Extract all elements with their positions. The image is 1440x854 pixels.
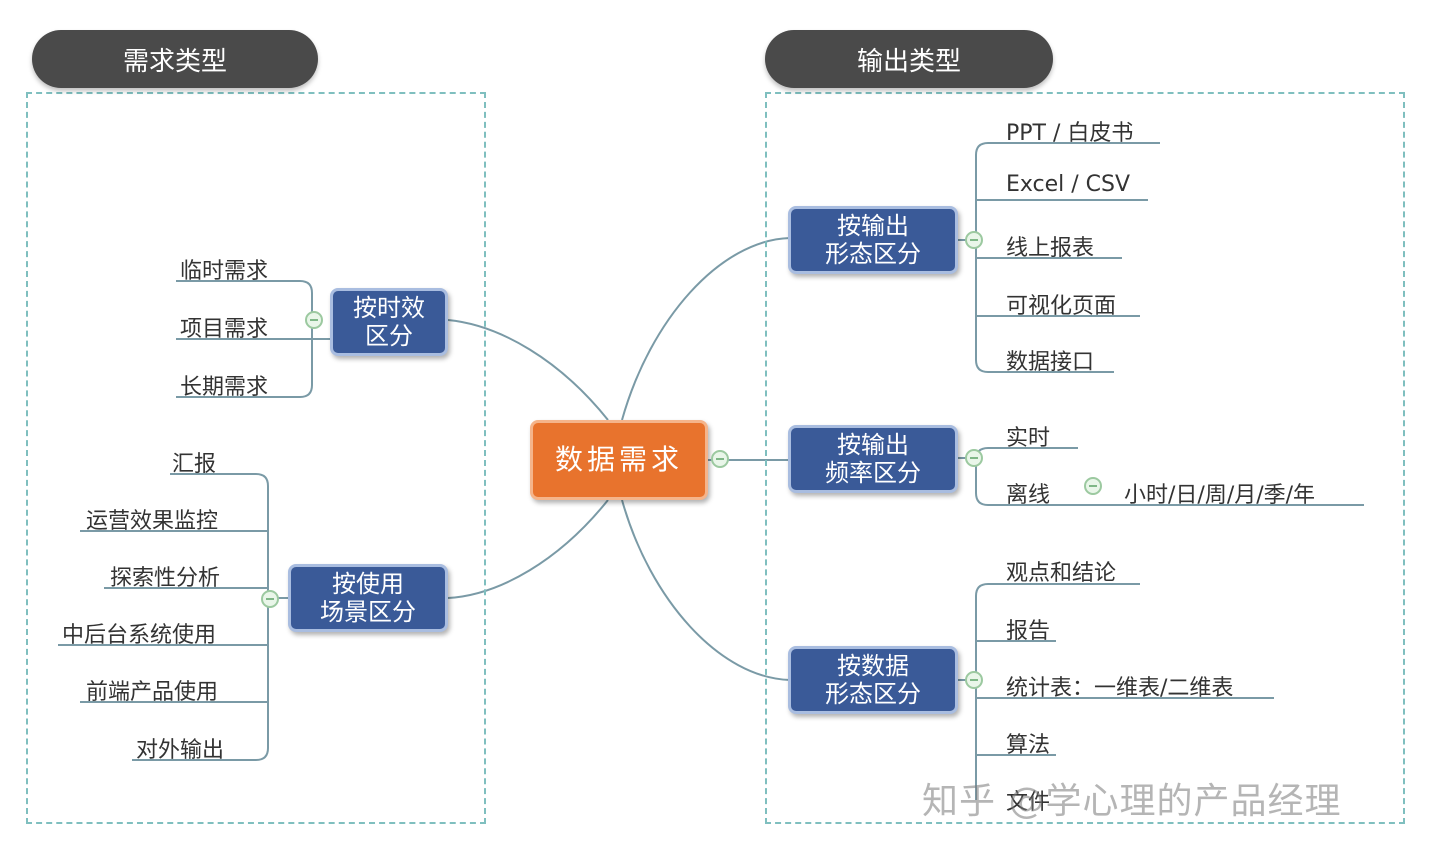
branch-output-frequency[interactable]: 按输出 频率区分 — [788, 425, 958, 493]
branch-timeliness[interactable]: 按时效 区分 — [330, 288, 448, 356]
leaf-online-report[interactable]: 线上报表 — [1006, 236, 1095, 261]
leaf-algorithm[interactable]: 算法 — [1006, 733, 1051, 758]
collapse-data-form-icon[interactable] — [965, 671, 983, 689]
leaf-stat-table[interactable]: 统计表：一维表/二维表 — [1006, 676, 1234, 701]
leaf-backend-system[interactable]: 中后台系统使用 — [62, 623, 217, 648]
leaf-offline[interactable]: 离线 — [1006, 483, 1051, 508]
collapse-offline-icon[interactable] — [1084, 477, 1102, 495]
leaf-temporary[interactable]: 临时需求 — [180, 259, 269, 284]
collapse-output-form-icon[interactable] — [965, 231, 983, 249]
center-node[interactable]: 数据需求 — [530, 420, 708, 500]
watermark-text: 知乎 @学心理的产品经理 — [922, 781, 1342, 822]
connector-center-timeliness — [447, 319, 609, 421]
leaf-exploratory[interactable]: 探索性分析 — [110, 566, 221, 591]
leaf-offline-detail[interactable]: 小时/日/周/月/季/年 — [1124, 483, 1316, 508]
leaf-long-term[interactable]: 长期需求 — [180, 375, 269, 400]
header-output-type: 输出类型 — [765, 30, 1053, 88]
leaf-report[interactable]: 汇报 — [172, 452, 217, 477]
right-group-box — [765, 92, 1405, 824]
collapse-timeliness-icon[interactable] — [305, 311, 323, 329]
leaf-data-api[interactable]: 数据接口 — [1006, 350, 1095, 375]
connector-center-form — [621, 237, 791, 421]
branch-scenario[interactable]: 按使用 场景区分 — [288, 564, 448, 632]
header-demand-type: 需求类型 — [32, 30, 318, 88]
bracket-frequency — [975, 447, 1364, 506]
bracket-dataform — [975, 583, 1140, 800]
collapse-output-frequency-icon[interactable] — [965, 449, 983, 467]
leaf-ppt[interactable]: PPT / 白皮书 — [1006, 121, 1134, 146]
leaf-conclusions[interactable]: 观点和结论 — [1006, 561, 1117, 586]
branch-data-form[interactable]: 按数据 形态区分 — [788, 646, 958, 714]
branch-output-form[interactable]: 按输出 形态区分 — [788, 206, 958, 274]
collapse-scenario-icon[interactable] — [261, 590, 279, 608]
leaf-visual-page[interactable]: 可视化页面 — [1006, 294, 1117, 319]
collapse-center-icon[interactable] — [711, 450, 729, 468]
leaf-file[interactable]: 文件 — [1006, 790, 1051, 815]
bracket-scenario — [132, 473, 269, 761]
leaf-external-output[interactable]: 对外输出 — [136, 738, 225, 763]
leaf-project[interactable]: 项目需求 — [180, 317, 269, 342]
leaf-report-doc[interactable]: 报告 — [1006, 619, 1051, 644]
leaf-ops-monitor[interactable]: 运营效果监控 — [86, 509, 219, 534]
left-group-box — [26, 92, 486, 824]
connector-center-dataform — [621, 499, 791, 681]
leaf-realtime[interactable]: 实时 — [1006, 426, 1051, 451]
leaf-excel[interactable]: Excel / CSV — [1006, 172, 1131, 197]
leaf-frontend-product[interactable]: 前端产品使用 — [86, 680, 219, 705]
connector-center-scenario — [447, 499, 609, 599]
